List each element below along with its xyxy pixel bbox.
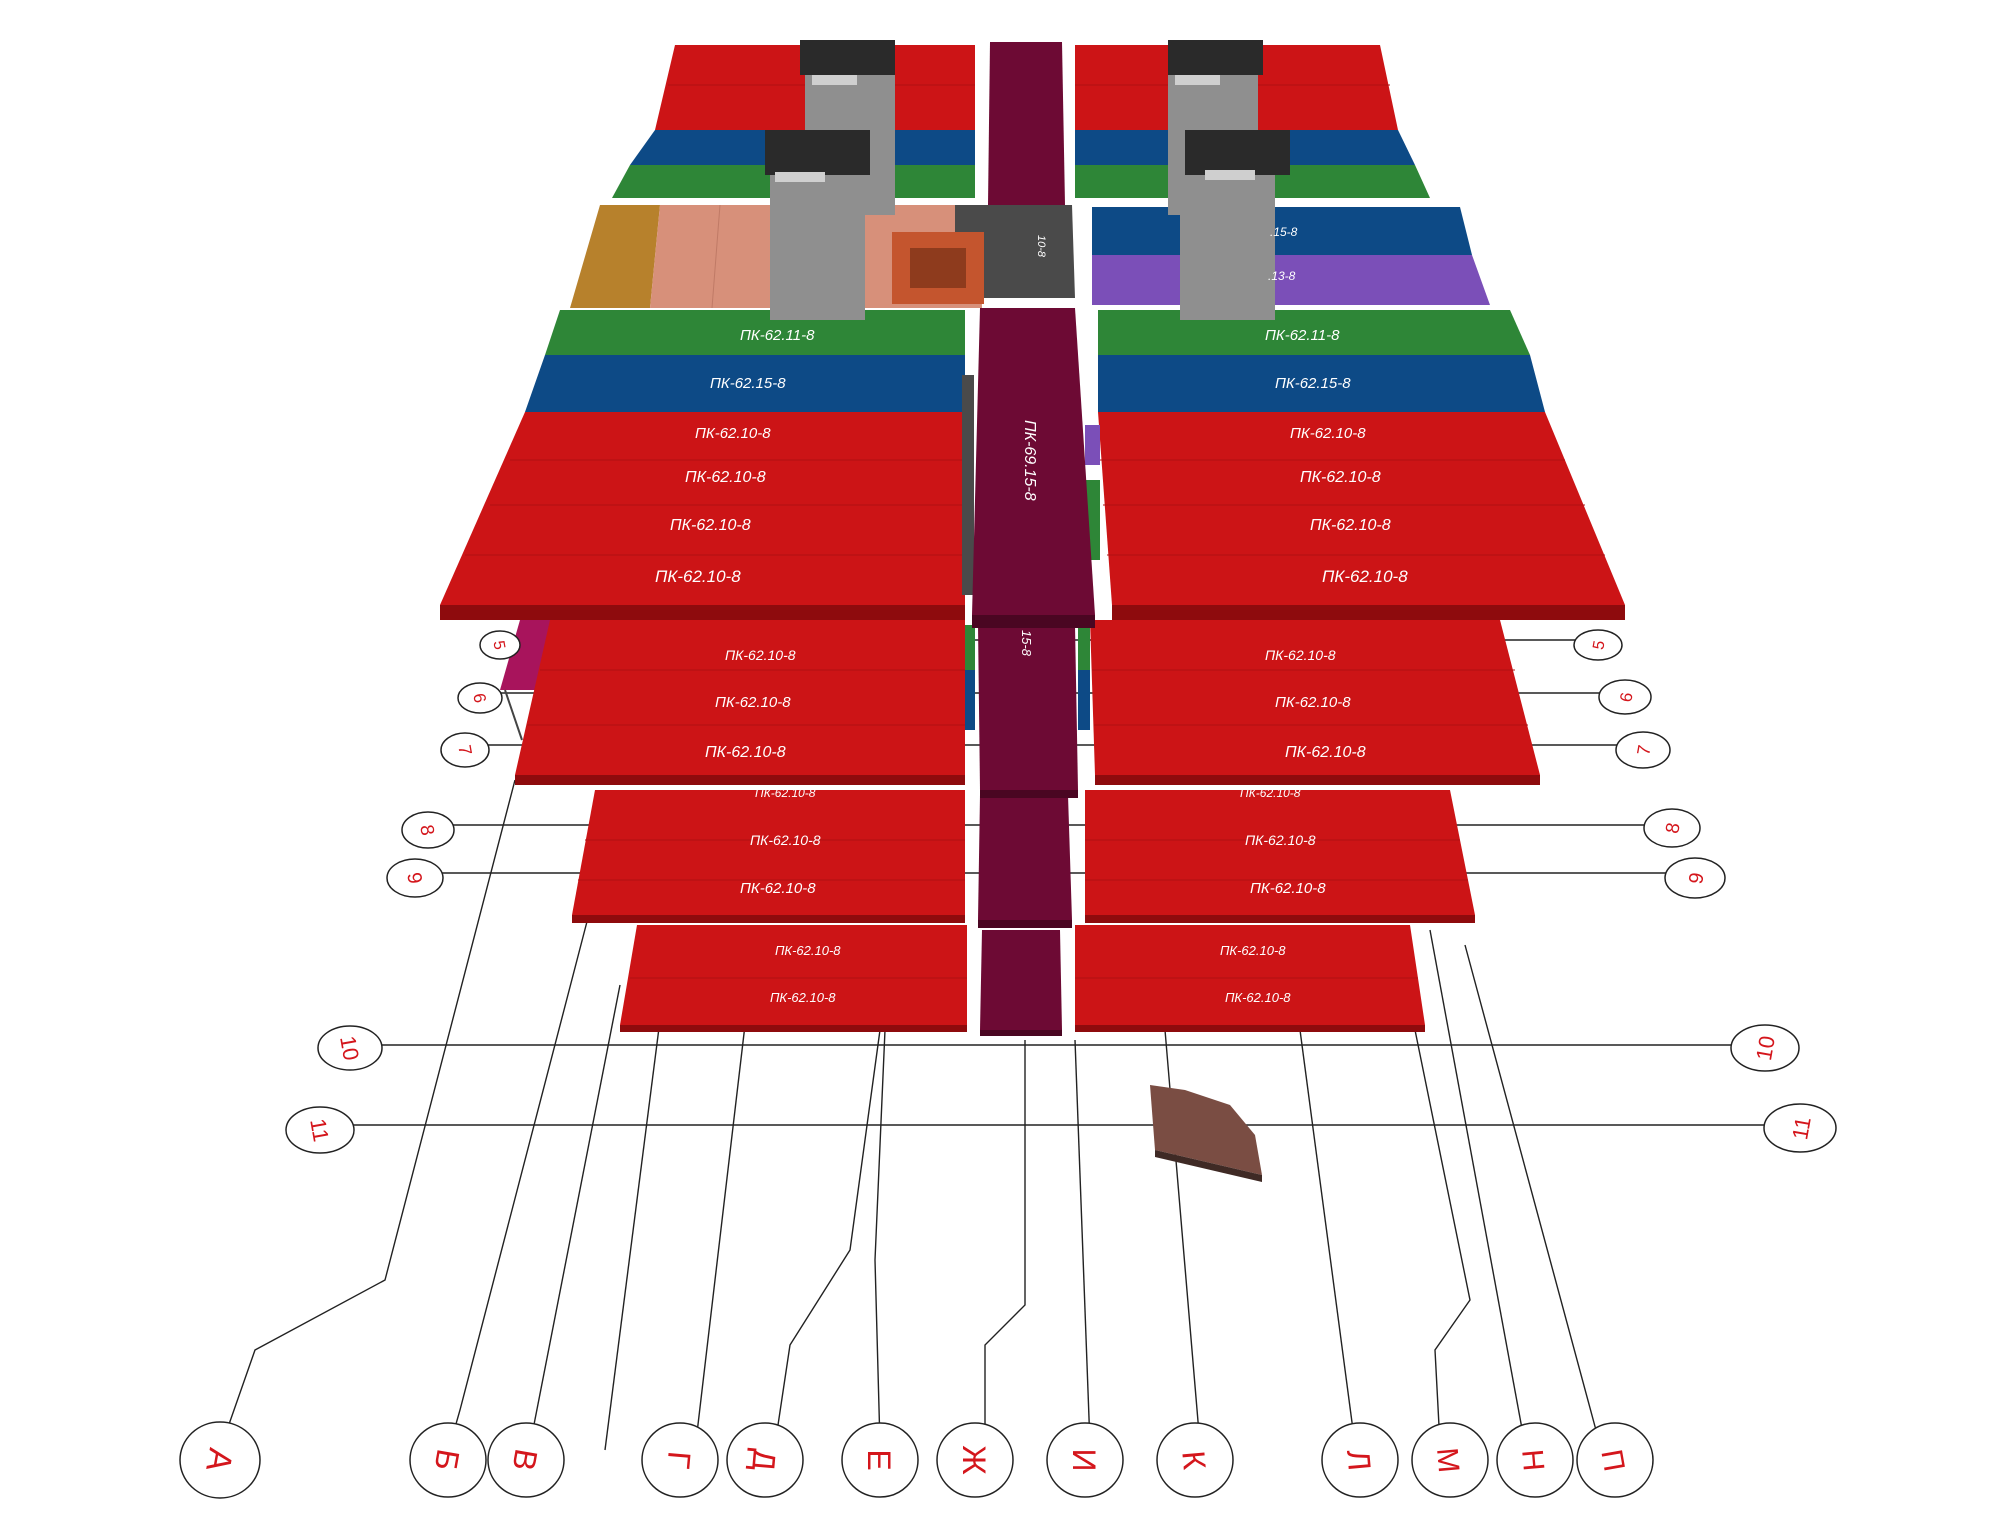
chimney-mid-right (1180, 130, 1290, 320)
row-axis-9-left: 9 (386, 858, 444, 898)
svg-text:К: К (1175, 1449, 1213, 1471)
slab-label: ПК-62.10-8 (1265, 647, 1336, 663)
slab-group-upper (570, 204, 1490, 309)
row-axis-11-left: 11 (285, 1106, 355, 1154)
slab-label: ПК-62.10-8 (1310, 517, 1391, 534)
column-axis-a: А (179, 1421, 261, 1499)
slab-label: ПК-62.10-8 (1220, 943, 1286, 958)
row-axis-9-right: 9 (1664, 857, 1726, 899)
svg-text:Д: Д (745, 1448, 783, 1473)
svg-text:Ж: Ж (956, 1445, 992, 1475)
column-axis-l: Л (1321, 1422, 1399, 1498)
row-axis-8-right: 8 (1643, 808, 1701, 848)
svg-text:И: И (1066, 1449, 1102, 1472)
slab-label: ПК-62.10-8 (775, 943, 841, 958)
slab-label: ПК-62.10-8 (670, 517, 751, 534)
svg-text:9: 9 (402, 871, 426, 886)
svg-text:5: 5 (489, 639, 507, 651)
slab-label: 15-8 (1019, 630, 1034, 657)
slab-label: ПК-62.10-8 (1275, 694, 1351, 711)
svg-text:11: 11 (305, 1117, 334, 1144)
slab-label: ПК-62.15-8 (710, 375, 786, 392)
column-axis-zh: Ж (936, 1422, 1014, 1498)
slab-label: .13-8 (1268, 269, 1296, 283)
slab-label: ПК-62.10-8 (685, 469, 766, 486)
slab-label: ПК-62.10-8 (705, 744, 786, 761)
svg-text:9: 9 (1685, 871, 1709, 886)
slab-label: ПК-62.10-8 (740, 880, 816, 897)
slab-label: 10-8 (1035, 235, 1047, 258)
slab-label: ПК-62.10-8 (1285, 744, 1366, 761)
slab-label: ПК-62.15-8 (1275, 375, 1351, 392)
svg-text:6: 6 (469, 692, 489, 705)
row-axis-markers: 5 6 7 8 9 10 11 5 6 7 8 9 10 11 (285, 629, 1837, 1154)
column-axis-b: Б (409, 1422, 487, 1498)
svg-text:10: 10 (335, 1034, 364, 1062)
svg-text:8: 8 (415, 823, 438, 837)
slab-label: ПК-62.10-8 (755, 786, 816, 800)
column-axis-p: П (1576, 1422, 1654, 1498)
row-axis-6-left: 6 (457, 682, 503, 714)
column-axis-n: Н (1496, 1422, 1574, 1498)
slab-label: ПК-62.10-8 (1245, 832, 1316, 848)
slab-label: ПК-62.11-8 (1265, 327, 1340, 344)
svg-text:5: 5 (1590, 639, 1608, 651)
slab-label: ПК-62.10-8 (725, 647, 796, 663)
row-axis-11-right: 11 (1763, 1103, 1837, 1153)
chimneys (765, 40, 1290, 320)
slab-labels: ПК-62.11-8 ПК-62.15-8 ПК-62.10-8 ПК-62.1… (655, 225, 1408, 1005)
column-axis-d: Д (726, 1422, 804, 1498)
slab-label: ПК-62.10-8 (1322, 567, 1408, 586)
svg-text:10: 10 (1751, 1034, 1780, 1062)
slab-group-rows-8-9 (572, 790, 1475, 928)
row-axis-5-left: 5 (479, 630, 521, 660)
row-axis-7-left: 7 (440, 732, 490, 768)
row-axis-10-left: 10 (317, 1025, 383, 1071)
svg-text:Л: Л (1340, 1448, 1378, 1472)
column-axis-v: В (487, 1422, 565, 1498)
slab-label: .15-8 (1270, 225, 1298, 239)
slab-group-rows-5-7 (500, 620, 1540, 798)
slab-label: ПК-62.10-8 (1300, 469, 1381, 486)
slab-group-top (612, 42, 1430, 205)
svg-text:11: 11 (1787, 1115, 1816, 1142)
svg-text:8: 8 (1662, 821, 1685, 835)
svg-text:Е: Е (861, 1449, 897, 1470)
slab-label: ПК-62.10-8 (1250, 880, 1326, 897)
slab-label: ПК-62.10-8 (770, 990, 836, 1005)
row-axis-5-right: 5 (1573, 629, 1623, 661)
slab-label: ПК-62.10-8 (1240, 786, 1301, 800)
slab-label: ПК-62.11-8 (740, 327, 815, 344)
slab-label: ПК-62.10-8 (1290, 425, 1366, 442)
svg-text:7: 7 (454, 743, 475, 756)
slab-group-bottom (620, 925, 1425, 1036)
column-axis-k: К (1156, 1422, 1234, 1498)
slab-label: ПК-62.10-8 (695, 425, 771, 442)
column-axis-m: М (1411, 1422, 1489, 1498)
column-axis-markers: А Б В Г Д Е Ж И К Л М Н П (179, 1421, 1654, 1499)
row-axis-8-left: 8 (401, 811, 455, 849)
stair-element (1150, 1085, 1262, 1182)
svg-text:7: 7 (1633, 744, 1654, 757)
svg-text:6: 6 (1616, 691, 1636, 704)
svg-text:Н: Н (1515, 1448, 1550, 1472)
column-axis-i: И (1046, 1422, 1124, 1498)
slab-label: ПК-62.10-8 (655, 567, 741, 586)
slab-label: ПК-62.10-8 (750, 832, 821, 848)
slab-label: ПК-69.15-8 (1021, 420, 1038, 501)
slab-label: ПК-62.10-8 (1225, 990, 1291, 1005)
svg-text:М: М (1430, 1446, 1465, 1474)
chimney-mid-left (765, 130, 870, 320)
column-axis-g: Г (641, 1422, 719, 1498)
row-axis-10-right: 10 (1730, 1024, 1800, 1072)
slab-label: ПК-62.10-8 (715, 694, 791, 711)
column-axis-e: Е (841, 1422, 919, 1498)
slab-group-main (440, 308, 1625, 628)
row-axis-6-right: 6 (1598, 679, 1652, 715)
row-axis-7-right: 7 (1615, 731, 1671, 769)
svg-text:Г: Г (660, 1450, 697, 1470)
